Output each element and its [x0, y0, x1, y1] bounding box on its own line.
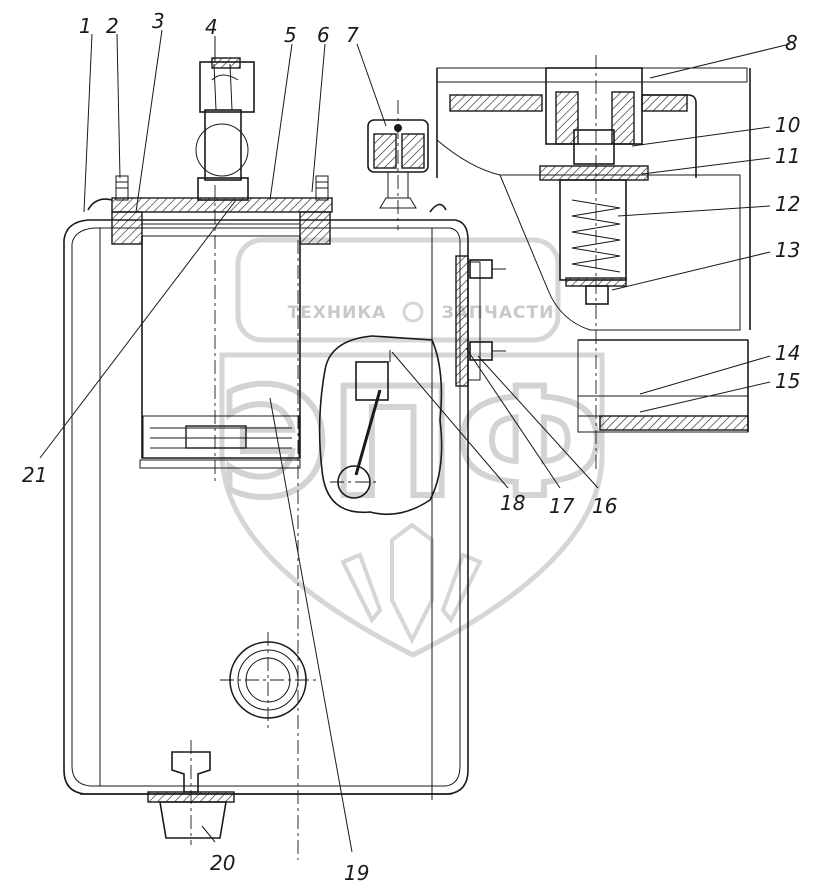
callout-14: 14 — [775, 341, 800, 365]
callout-7: 7 — [346, 23, 359, 47]
callout-17: 17 — [549, 494, 575, 518]
watermark: ТЕХНИКА ЗАПЧАСТИ ЭПФ — [217, 237, 607, 658]
watermark-left-word: ТЕХНИКА — [288, 303, 387, 323]
callout-labels: 1 2 3 4 5 6 7 8 10 11 12 13 14 15 16 17 … — [22, 9, 800, 885]
watermark-shield-outline — [219, 352, 605, 658]
callout-8: 8 — [785, 31, 798, 55]
filler-neck-assembly — [87, 175, 447, 482]
callout-11: 11 — [775, 144, 800, 168]
callout-3: 3 — [152, 9, 165, 33]
breather-cap — [195, 57, 255, 201]
watermark-banner-frame — [235, 237, 561, 343]
callout-20: 20 — [210, 851, 235, 875]
callout-16: 16 — [592, 494, 617, 518]
inspection-port — [220, 632, 316, 728]
callout-5: 5 — [284, 23, 297, 47]
callout-1: 1 — [79, 14, 92, 38]
callout-2: 2 — [106, 14, 119, 38]
cover-plate — [111, 197, 333, 213]
leader-lines — [39, 29, 791, 853]
flange-left — [111, 211, 143, 245]
detail-base-plate — [599, 415, 749, 431]
watermark-wheat-icon — [340, 522, 483, 645]
bolt-left — [115, 175, 129, 201]
callout-21: 21 — [22, 463, 47, 487]
watermark-right-word: ЗАПЧАСТИ — [442, 303, 555, 323]
flange-right — [299, 211, 331, 245]
callout-12: 12 — [775, 192, 800, 216]
watermark-gear-icon — [402, 301, 424, 323]
watermark-logo-letters: ЭПФ — [220, 357, 604, 531]
valve-detail-view — [436, 55, 751, 470]
strainer-base — [142, 415, 300, 459]
detail-plate-left — [449, 94, 543, 112]
side-sensor-mount — [455, 255, 506, 387]
callout-19: 19 — [344, 861, 369, 885]
detail-plate-right — [641, 94, 688, 112]
callout-15: 15 — [775, 369, 800, 393]
callout-18: 18 — [500, 491, 525, 515]
callout-4: 4 — [205, 15, 218, 39]
callout-13: 13 — [775, 238, 800, 262]
callout-6: 6 — [317, 23, 330, 47]
level-sensor-top — [367, 100, 429, 230]
callout-10: 10 — [775, 113, 800, 137]
drain-plug — [147, 740, 235, 845]
spring-coil — [571, 199, 621, 273]
bolt-right — [315, 175, 329, 201]
float-cutaway — [318, 335, 443, 516]
